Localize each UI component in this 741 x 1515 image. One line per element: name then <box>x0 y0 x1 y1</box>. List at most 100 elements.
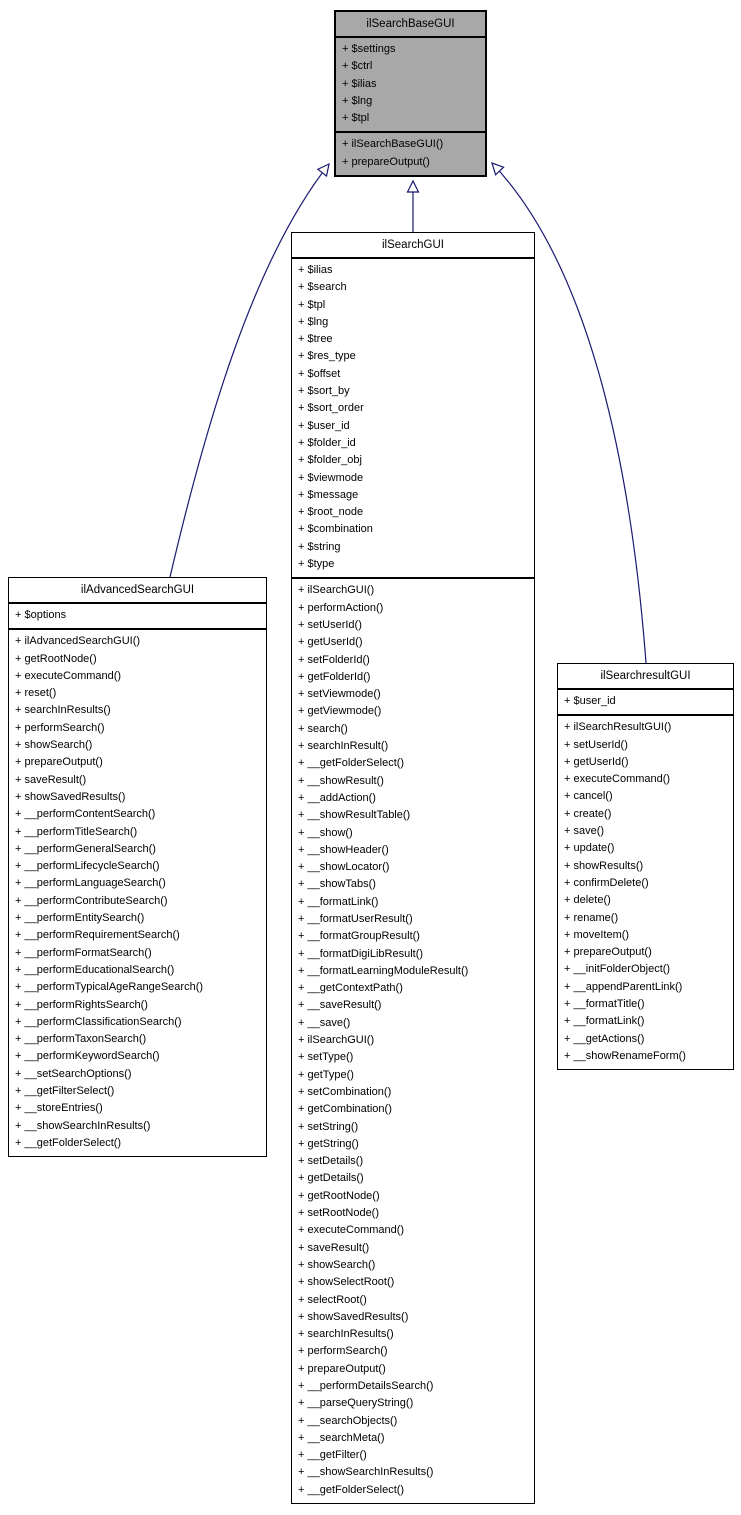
method-row: + __showSearchInResults() <box>15 1119 151 1132</box>
method-row: + __initFolderObject() <box>564 963 671 976</box>
method-row: + prepareOutput() <box>564 946 652 959</box>
method-row: + __getContextPath() <box>298 982 403 995</box>
method-row: + __storeEntries() <box>15 1102 103 1115</box>
attribute-row: + $lng <box>342 94 373 107</box>
class-box-iladvancedsearchgui[interactable]: ilAdvancedSearchGUI + $options + ilAdvan… <box>8 577 267 1158</box>
class-box-ilsearchbasegui[interactable]: ilSearchBaseGUI + $settings+ $ctrl+ $ili… <box>334 10 487 178</box>
method-row: + __show() <box>298 826 353 839</box>
attributes-section: + $options <box>9 602 266 628</box>
method-row: + executeCommand() <box>564 773 671 786</box>
method-row: + __showTabs() <box>298 878 376 891</box>
method-row: + __parseQueryString() <box>298 1397 414 1410</box>
method-row: + setViewmode() <box>298 688 381 701</box>
method-row: + getCombination() <box>298 1103 392 1116</box>
attribute-row: + $ilias <box>342 77 377 90</box>
method-row: + __performContentSearch() <box>15 808 156 821</box>
attribute-row: + $user_id <box>564 695 616 707</box>
method-row: + __saveResult() <box>298 999 382 1012</box>
attribute-row: + $res_type <box>298 350 356 363</box>
method-row: + __formatUserResult() <box>298 912 413 925</box>
method-row: + __performTitleSearch() <box>15 825 138 838</box>
method-row: + __getActions() <box>564 1032 645 1045</box>
methods-section: + ilSearchResultGUI()+ setUserId()+ getU… <box>558 714 733 1069</box>
method-row: + __performGeneralSearch() <box>15 842 156 855</box>
method-row: + getUserId() <box>298 636 363 649</box>
method-row: + __searchMeta() <box>298 1431 385 1444</box>
method-row: + showSelectRoot() <box>298 1276 395 1289</box>
method-row: + prepareOutput() <box>342 155 430 168</box>
method-row: + saveResult() <box>298 1241 370 1254</box>
method-row: + __formatGroupResult() <box>298 930 420 943</box>
method-row: + setRootNode() <box>298 1207 380 1220</box>
attributes-section: + $ilias+ $search+ $tpl+ $lng+ $tree+ $r… <box>292 257 534 577</box>
attribute-row: + $combination <box>298 523 373 536</box>
method-row: + __showRenameForm() <box>564 1049 686 1062</box>
attribute-row: + $options <box>15 609 67 621</box>
method-row: + performSearch() <box>15 721 105 734</box>
method-row: + __showResultTable() <box>298 809 411 822</box>
method-row: + ilSearchGUI() <box>298 1034 375 1047</box>
method-row: + __performLanguageSearch() <box>15 877 166 890</box>
method-row: + searchInResult() <box>298 740 389 753</box>
class-title: ilSearchGUI <box>382 239 444 251</box>
methods-section: + ilSearchBaseGUI()+ prepareOutput() <box>336 131 485 175</box>
method-row: + confirmDelete() <box>564 876 649 889</box>
method-row: + save() <box>564 825 605 838</box>
method-row: + getType() <box>298 1068 354 1081</box>
method-row: + __performTypicalAgeRangeSearch() <box>15 981 204 994</box>
method-row: + getString() <box>298 1137 359 1150</box>
method-row: + __searchObjects() <box>298 1414 398 1427</box>
attribute-row: + $string <box>298 540 341 553</box>
attribute-row: + $type <box>298 558 335 571</box>
method-row: + setCombination() <box>298 1085 392 1098</box>
method-row: + __formatTitle() <box>564 998 645 1011</box>
attribute-row: + $sort_order <box>298 402 364 415</box>
method-row: + showResults() <box>564 859 644 872</box>
inheritance-edge-ilsearchresultgui <box>491 162 647 664</box>
method-row: + showSavedResults() <box>298 1310 409 1323</box>
method-row: + __performRightsSearch() <box>15 998 148 1011</box>
methods-section: + ilAdvancedSearchGUI()+ getRootNode()+ … <box>9 628 266 1156</box>
method-row: + __showHeader() <box>298 843 389 856</box>
attribute-row: + $root_node <box>298 506 364 519</box>
attributes-section: + $settings+ $ctrl+ $ilias+ $lng+ $tpl <box>336 36 485 131</box>
method-row: + __getFolderSelect() <box>15 1136 122 1149</box>
attribute-row: + $sort_by <box>298 385 350 398</box>
method-row: + executeCommand() <box>298 1224 405 1237</box>
method-row: + __appendParentLink() <box>564 980 683 993</box>
method-row: + performAction() <box>298 601 384 614</box>
method-row: + saveResult() <box>15 773 87 786</box>
method-row: + __getFilterSelect() <box>15 1085 115 1098</box>
method-row: + showSavedResults() <box>15 790 126 803</box>
method-row: + getFolderId() <box>298 670 371 683</box>
method-row: + getRootNode() <box>298 1189 380 1202</box>
method-row: + __performKeywordSearch() <box>15 1050 160 1063</box>
method-row: + create() <box>564 807 612 820</box>
method-row: + rename() <box>564 911 619 924</box>
attribute-row: + $viewmode <box>298 471 364 484</box>
method-row: + executeCommand() <box>15 669 122 682</box>
method-row: + __formatLearningModuleResult() <box>298 964 469 977</box>
attribute-row: + $lng <box>298 315 329 328</box>
attribute-row: + $tpl <box>298 298 326 311</box>
method-row: + update() <box>564 842 615 855</box>
method-row: + __formatLink() <box>564 1015 645 1028</box>
method-row: + __performDetailsSearch() <box>298 1380 434 1392</box>
method-row: + setUserId() <box>298 618 362 631</box>
method-row: + setFolderId() <box>298 653 370 666</box>
class-box-ilsearchgui[interactable]: ilSearchGUI + $ilias+ $search+ $tpl+ $ln… <box>291 232 535 1505</box>
method-row: + __performContributeSearch() <box>15 894 168 907</box>
method-row: + showSearch() <box>298 1258 376 1271</box>
method-row: + delete() <box>564 894 611 907</box>
method-row: + __showLocator() <box>298 861 390 874</box>
method-row: + search() <box>298 722 348 735</box>
method-row: + __showResult() <box>298 774 384 787</box>
class-box-ilsearchresultgui[interactable]: ilSearchresultGUI + $user_id + ilSearchR… <box>557 663 734 1071</box>
class-title: ilSearchresultGUI <box>600 670 691 682</box>
method-row: + __performRequirementSearch() <box>15 929 180 942</box>
methods-section: + ilSearchGUI() + performAction() + setUse… <box>292 577 534 1503</box>
method-row: + selectRoot() <box>298 1293 367 1306</box>
attribute-row: + $offset <box>298 367 341 380</box>
